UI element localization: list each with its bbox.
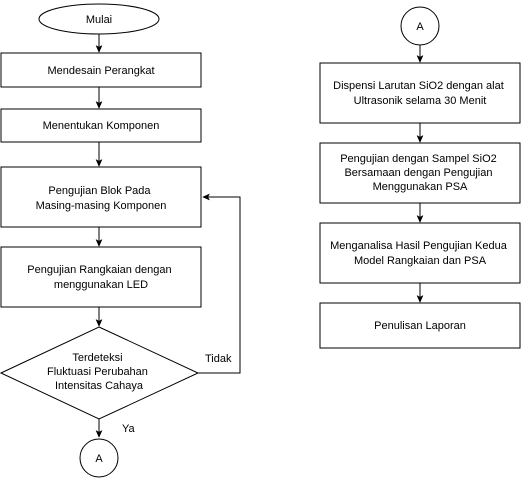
sample-test-label: Pengujian dengan Sampel SiO2 Bersamaan d… [340,153,500,193]
report-label: Penulisan Laporan [374,320,466,332]
process-dispense-solution: Dispensi Larutan SiO2 dengan alat Ultras… [319,62,521,124]
start-label: Mulai [86,14,112,26]
decision-label: Terdeteksi Fluktuasi Perubahan Intensita… [47,352,151,392]
analysis-label: Menganalisa Hasil Pengujian Kedua Model … [330,240,510,267]
components-label: Menentukan Komponen [43,120,160,132]
process-design-device: Mendesain Perangkat [0,52,202,88]
process-analyze-results: Menganalisa Hasil Pengujian Kedua Model … [319,222,521,284]
connector-a-bottom: A [79,438,119,478]
process-block-test: Pengujian Blok Pada Masing-masing Kompon… [0,166,202,228]
block-test-label: Pengujian Blok Pada Masing-masing Kompon… [36,185,167,212]
connector-top-label: A [416,21,424,33]
edge-decision-no-loop [198,197,241,374]
decision-light-fluctuation: Terdeteksi Fluktuasi Perubahan Intensita… [0,326,200,420]
start-terminator: Mulai [38,3,160,35]
dispense-label: Dispensi Larutan SiO2 dengan alat Ultras… [333,80,507,107]
edge-label-yes: Ya [122,423,136,435]
connector-bottom-label: A [95,453,103,465]
connector-a-top: A [400,6,440,46]
edge-label-no: Tidak [205,353,232,365]
design-label: Mendesain Perangkat [47,65,154,77]
process-sample-test: Pengujian dengan Sampel SiO2 Bersamaan d… [319,142,521,204]
circuit-test-label: Pengujian Rangkaian dengan menggunakan L… [27,264,174,291]
process-determine-components: Menentukan Komponen [0,108,202,143]
process-write-report: Penulisan Laporan [319,302,521,349]
process-circuit-test: Pengujian Rangkaian dengan menggunakan L… [0,246,202,308]
